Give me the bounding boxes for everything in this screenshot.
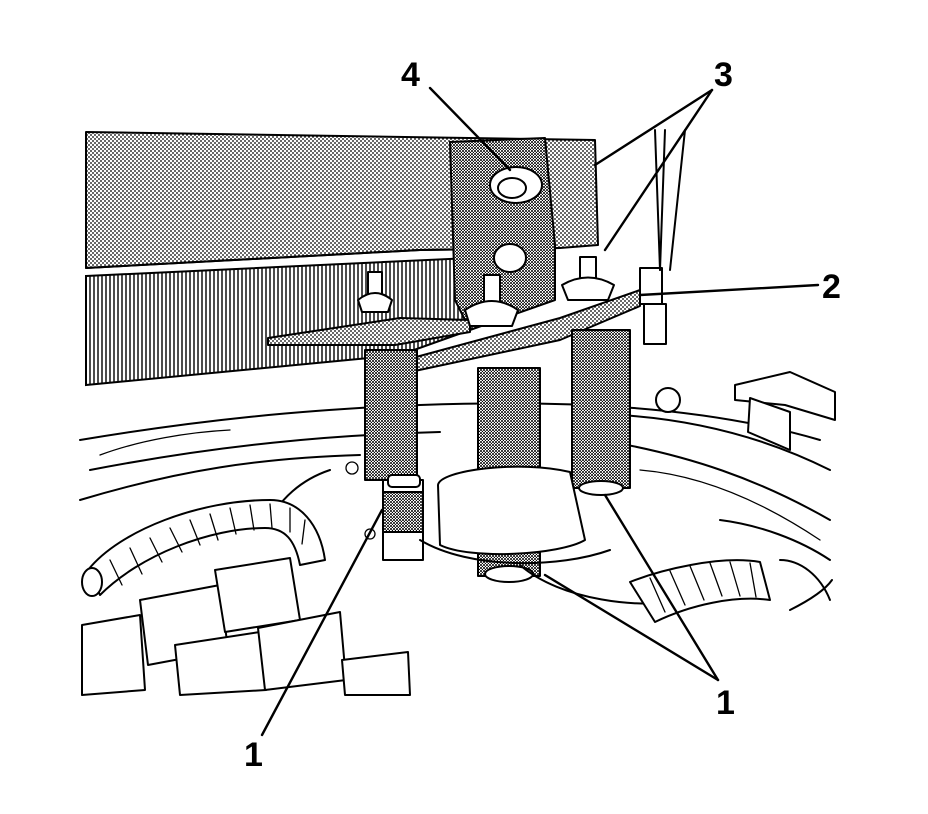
callout-1-left: 1 <box>244 736 263 774</box>
callout-2: 2 <box>822 268 841 306</box>
engine-bay-background <box>79 402 833 611</box>
callout-3: 3 <box>714 56 733 94</box>
fuse-blocks <box>81 557 411 696</box>
hood-latch-bracket <box>639 129 836 451</box>
callouts: 4 3 2 1 1 <box>244 56 841 774</box>
wing-nuts <box>357 256 615 327</box>
bracket-plate <box>267 137 641 373</box>
leader-lines <box>260 86 820 737</box>
hoses <box>81 499 771 623</box>
lifting-eye <box>489 166 543 273</box>
callout-1-right: 1 <box>716 684 735 722</box>
strut-mount <box>419 465 691 605</box>
callout-4: 4 <box>401 56 420 94</box>
